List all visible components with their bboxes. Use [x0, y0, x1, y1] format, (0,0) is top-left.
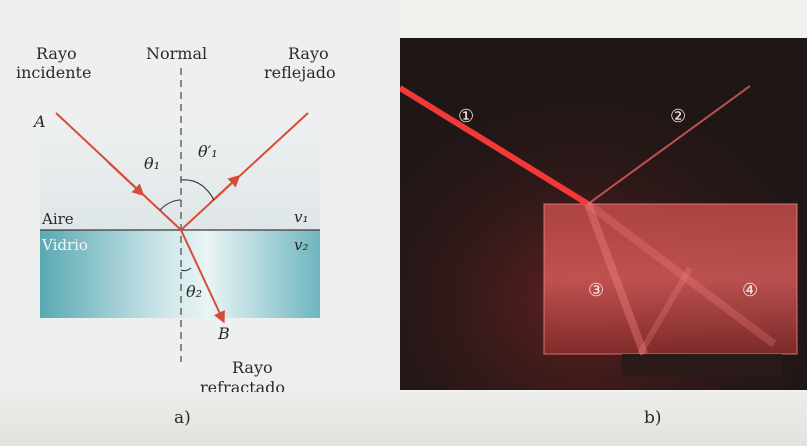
laser-photo [400, 38, 807, 390]
refracted-ray-label-line1: Rayo [232, 358, 273, 377]
incident-ray-label-line1: Rayo [36, 44, 77, 63]
incident-ray-label-line2: incidente [16, 63, 92, 82]
glass-block [40, 230, 320, 318]
panel-b-photo: ① ② ③ ④ [400, 38, 807, 390]
angle-arc-theta1 [159, 199, 182, 211]
ray-number-2: ② [670, 106, 687, 127]
laser-incident [400, 85, 590, 207]
caption-b: b) [644, 408, 662, 428]
photo-block-base [622, 354, 782, 376]
laser-reflected [587, 85, 751, 205]
incident-arrow [107, 161, 145, 197]
photo-glass-block [544, 204, 797, 354]
ray-number-1: ① [458, 106, 475, 127]
air-region [40, 120, 320, 230]
bottom-strip [0, 392, 807, 446]
angle-arc-theta2 [180, 267, 192, 272]
refraction-diagram [40, 68, 320, 362]
point-a-label: A [34, 112, 46, 131]
glass-label: Vidrio [42, 236, 88, 254]
panel-a: Rayo incidente Normal Rayo reflejado A θ… [0, 0, 400, 446]
v2-label: v₂ [294, 236, 309, 254]
refracted-ray [180, 229, 225, 324]
ray-number-4: ④ [742, 280, 759, 301]
angle-arc-theta1-prime [180, 179, 215, 201]
air-label: Aire [42, 210, 74, 228]
reflected-ray-label-line1: Rayo [288, 44, 329, 63]
theta2-label: θ₂ [186, 282, 203, 301]
theta1-prime-label: θ′₁ [198, 142, 218, 161]
laser-refracted-right [585, 200, 777, 348]
ray-number-3: ③ [588, 280, 605, 301]
reflected-arrow [209, 174, 241, 204]
laser-refracted-left [584, 202, 648, 356]
point-b-label: B [218, 324, 230, 343]
v1-label: v₁ [294, 208, 309, 226]
caption-a: a) [174, 408, 191, 428]
reflected-ray [180, 112, 309, 231]
normal-label: Normal [146, 44, 208, 63]
reflected-ray-label-line2: reflejado [264, 63, 336, 82]
theta1-label: θ₁ [144, 154, 161, 173]
